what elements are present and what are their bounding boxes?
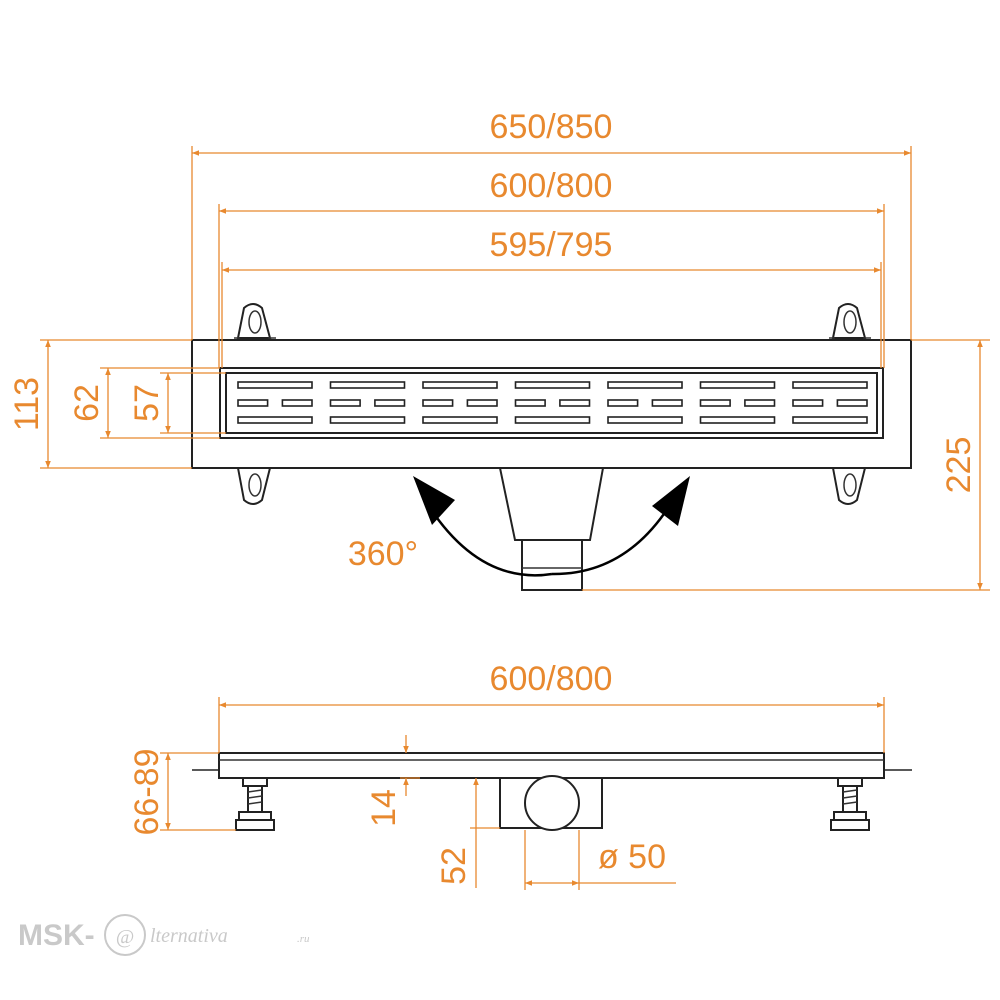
side-outlet-pipe	[524, 775, 580, 831]
mounting-bracket-bottom-left	[236, 467, 272, 505]
mounting-bracket-top-left	[234, 303, 276, 339]
adjustable-leg-left	[235, 777, 275, 831]
grate-length-label: 595/795	[490, 226, 613, 264]
watermark-logo: MSK- @ lternativa .ru	[18, 914, 310, 956]
grate-slot	[699, 399, 731, 407]
overall-width-label: 113	[8, 377, 46, 431]
grate-inner	[225, 372, 878, 434]
rotation-arrow-left-icon	[413, 476, 455, 525]
top-view: 650/850 600/800 595/795 113 62 57 225 36…	[8, 108, 990, 591]
grate-slot	[329, 416, 406, 424]
grate-slot	[466, 399, 498, 407]
outlet-height-label: 52	[435, 847, 473, 885]
grate-slot	[699, 381, 776, 389]
watermark-prefix: MSK-	[18, 919, 95, 952]
grate-slot	[607, 399, 639, 407]
adjustable-leg-right	[830, 777, 870, 831]
grate-slot	[559, 399, 591, 407]
grate-slot	[792, 416, 868, 424]
grate-slot	[329, 381, 406, 389]
grate-slots	[237, 381, 868, 424]
outlet-diameter-label: ø 50	[598, 838, 666, 876]
grate-slot	[422, 416, 498, 424]
total-depth-label: 225	[940, 437, 978, 494]
grate-slot	[422, 399, 454, 407]
mounting-bracket-top-right	[829, 303, 871, 339]
grate-slot	[329, 399, 361, 407]
grate-slot	[699, 416, 776, 424]
dimension-lines-top	[40, 146, 990, 591]
grate-slot	[281, 399, 313, 407]
watermark-suffix: lternativa	[150, 925, 228, 947]
height-range-label: 66-89	[128, 749, 166, 836]
rim-height-label: 14	[365, 789, 403, 827]
grate-slot	[651, 399, 683, 407]
overall-length-label: 650/850	[490, 108, 613, 146]
grate-width-label: 57	[128, 384, 166, 422]
dimension-lines-side	[160, 697, 885, 890]
side-view: 600/800 66-89 14 52 ø 50	[128, 660, 912, 890]
channel-width-label: 62	[68, 384, 106, 422]
grate-frame	[219, 367, 884, 439]
grate-slot	[607, 416, 683, 424]
grate-slot	[237, 381, 313, 389]
grate-slot	[514, 416, 591, 424]
mounting-bracket-bottom-right	[831, 467, 867, 505]
side-channel-length-label: 600/800	[490, 660, 613, 698]
grate-slot	[836, 399, 868, 407]
channel-length-label: 600/800	[490, 167, 613, 205]
grate-slot	[514, 399, 546, 407]
watermark-tld: .ru	[297, 933, 310, 945]
outlet-funnel	[498, 467, 605, 591]
grate-slot	[422, 381, 498, 389]
grate-slot	[237, 416, 313, 424]
grate-slot	[237, 399, 269, 407]
grate-slot	[792, 381, 868, 389]
grate-slot	[607, 381, 683, 389]
watermark-at-sign: @	[116, 926, 134, 948]
grate-slot	[792, 399, 824, 407]
grate-slot	[514, 381, 591, 389]
side-channel-top-plate	[218, 752, 885, 779]
rotation-indicator	[413, 476, 690, 577]
rotation-arrow-right-icon	[652, 476, 690, 526]
rotation-label: 360°	[348, 535, 418, 573]
grate-slot	[374, 399, 406, 407]
grate-slot	[744, 399, 776, 407]
